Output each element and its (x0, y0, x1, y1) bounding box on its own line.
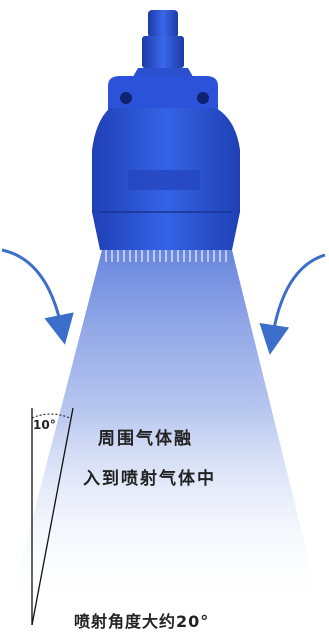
angle-slant-line (31, 407, 74, 626)
spray-angle-caption: 喷射角度大约20° (74, 612, 210, 631)
nozzle (92, 10, 240, 262)
nozzle-flange (108, 76, 218, 110)
mount-hole-left-icon (120, 92, 132, 104)
curved-arrow-down-right-icon (1, 248, 74, 345)
nozzle-outlet-slots (105, 250, 227, 262)
nozzle-tip (148, 10, 178, 38)
curved-arrow-down-left-icon (259, 253, 326, 355)
mount-hole-right-icon (197, 92, 209, 104)
air-merge-caption-line2: 入到喷射气体中 (83, 469, 216, 489)
nozzle-label-plate (128, 170, 200, 190)
angle-indicator (31, 407, 74, 626)
air-merge-caption-line1: 周围气体融 (98, 429, 193, 449)
spray-cone (10, 250, 320, 605)
nozzle-thread (142, 36, 184, 68)
angle-marker-label: 10° (33, 418, 56, 432)
